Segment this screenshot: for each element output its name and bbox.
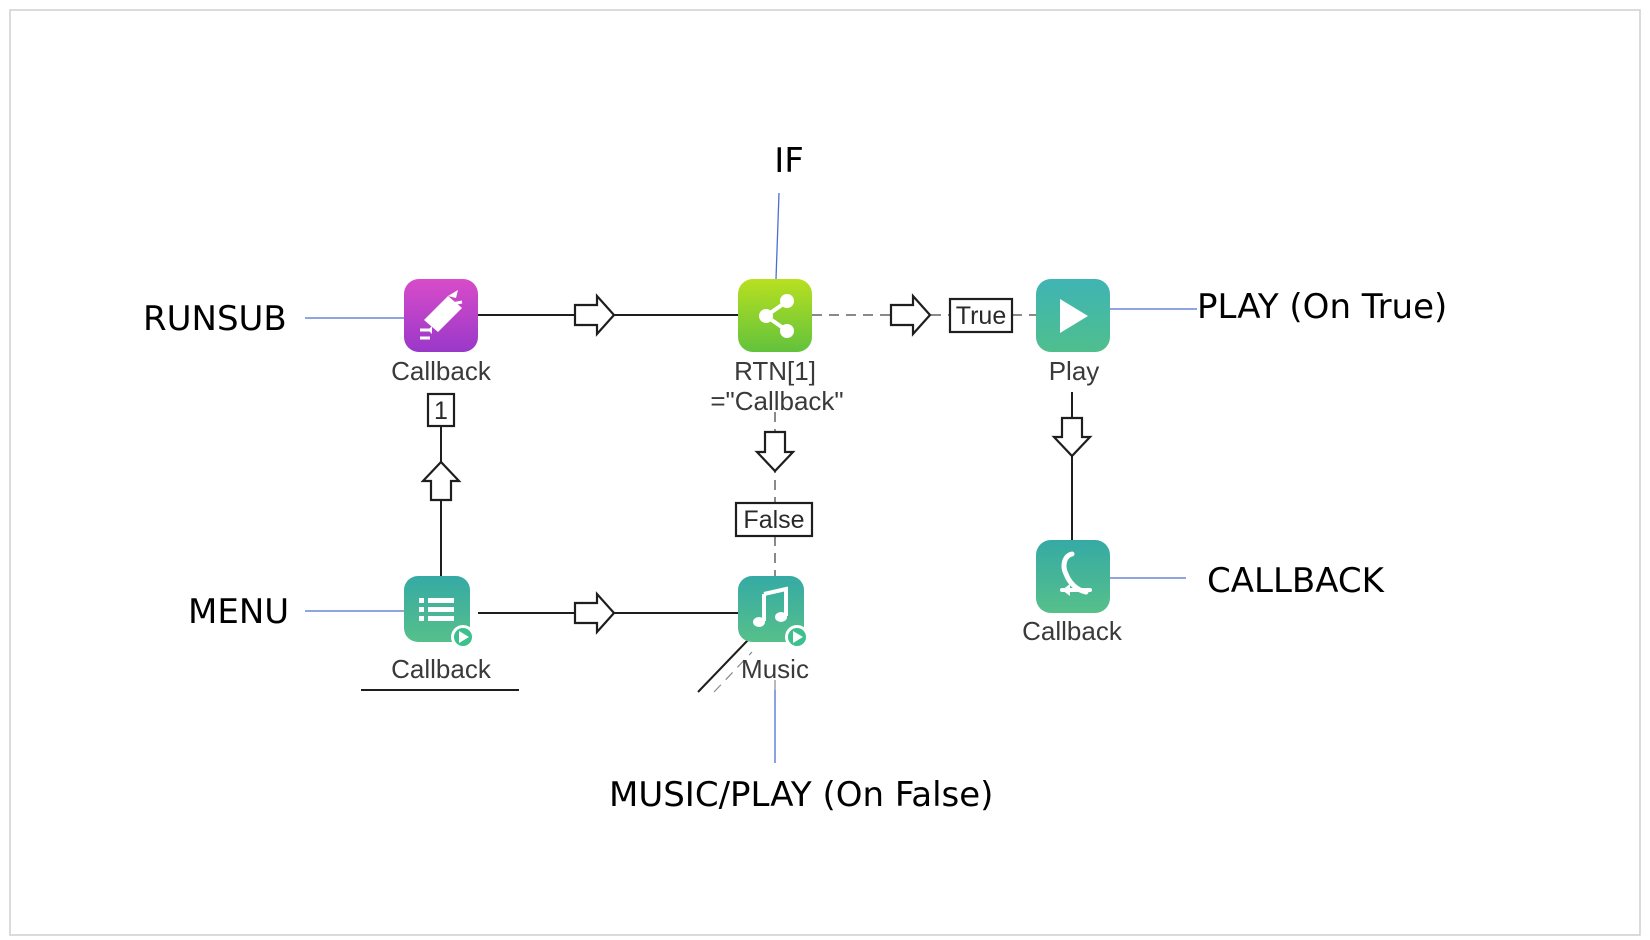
node-menu-label: Callback — [391, 654, 492, 684]
node-music-label: Music — [741, 654, 809, 684]
node-music[interactable]: Music — [738, 576, 809, 684]
node-menu[interactable]: Callback — [391, 576, 492, 684]
node-runsub-label: Callback — [391, 356, 492, 386]
diagram-frame — [9, 9, 1641, 936]
node-if-label-line1: RTN[1] — [734, 356, 816, 386]
node-callback-label: Callback — [1022, 616, 1123, 646]
node-play[interactable]: Play — [1036, 279, 1110, 386]
branch-icon — [759, 294, 794, 338]
node-if-label-line2: ="Callback" — [710, 386, 843, 416]
play-badge-icon — [785, 625, 809, 649]
node-play-label: Play — [1049, 356, 1100, 386]
node-if[interactable]: RTN[1] ="Callback" — [710, 279, 844, 416]
music-note-icon — [753, 586, 788, 627]
arrow-right-menu-music — [573, 591, 616, 635]
play-icon — [1060, 299, 1088, 333]
callback-phone-icon — [1060, 551, 1092, 596]
play-badge-icon — [451, 625, 475, 649]
callout-menu: MENU — [188, 592, 289, 632]
tag-false-text: False — [743, 506, 804, 534]
tag-one: 1 — [426, 392, 456, 428]
leader-if — [775, 192, 780, 280]
callout-if: IF — [774, 141, 804, 181]
music-diagonal-line — [697, 639, 749, 693]
tag-true-text: True — [956, 302, 1006, 330]
arrow-right-runsub-if — [573, 293, 616, 337]
callout-play-true: PLAY (On True) — [1197, 287, 1447, 327]
callout-runsub: RUNSUB — [143, 299, 287, 339]
arrow-down-if-false — [754, 430, 796, 473]
callout-callback: CALLBACK — [1207, 561, 1386, 601]
arrow-up-menu-runsub — [420, 460, 462, 502]
arrow-right-if-true — [889, 293, 932, 337]
run-subroutine-icon — [420, 290, 463, 340]
music-diagonal-dash — [713, 651, 753, 693]
tag-true: True — [948, 297, 1014, 334]
menu-list-icon — [419, 598, 454, 621]
tag-false: False — [734, 501, 814, 538]
tag-one-text: 1 — [434, 397, 448, 425]
arrow-down-play-callback — [1051, 416, 1093, 458]
callout-music-false: MUSIC/PLAY (On False) — [609, 775, 993, 815]
node-runsub[interactable]: Callback — [391, 279, 492, 386]
node-callback[interactable]: Callback — [1022, 540, 1123, 646]
